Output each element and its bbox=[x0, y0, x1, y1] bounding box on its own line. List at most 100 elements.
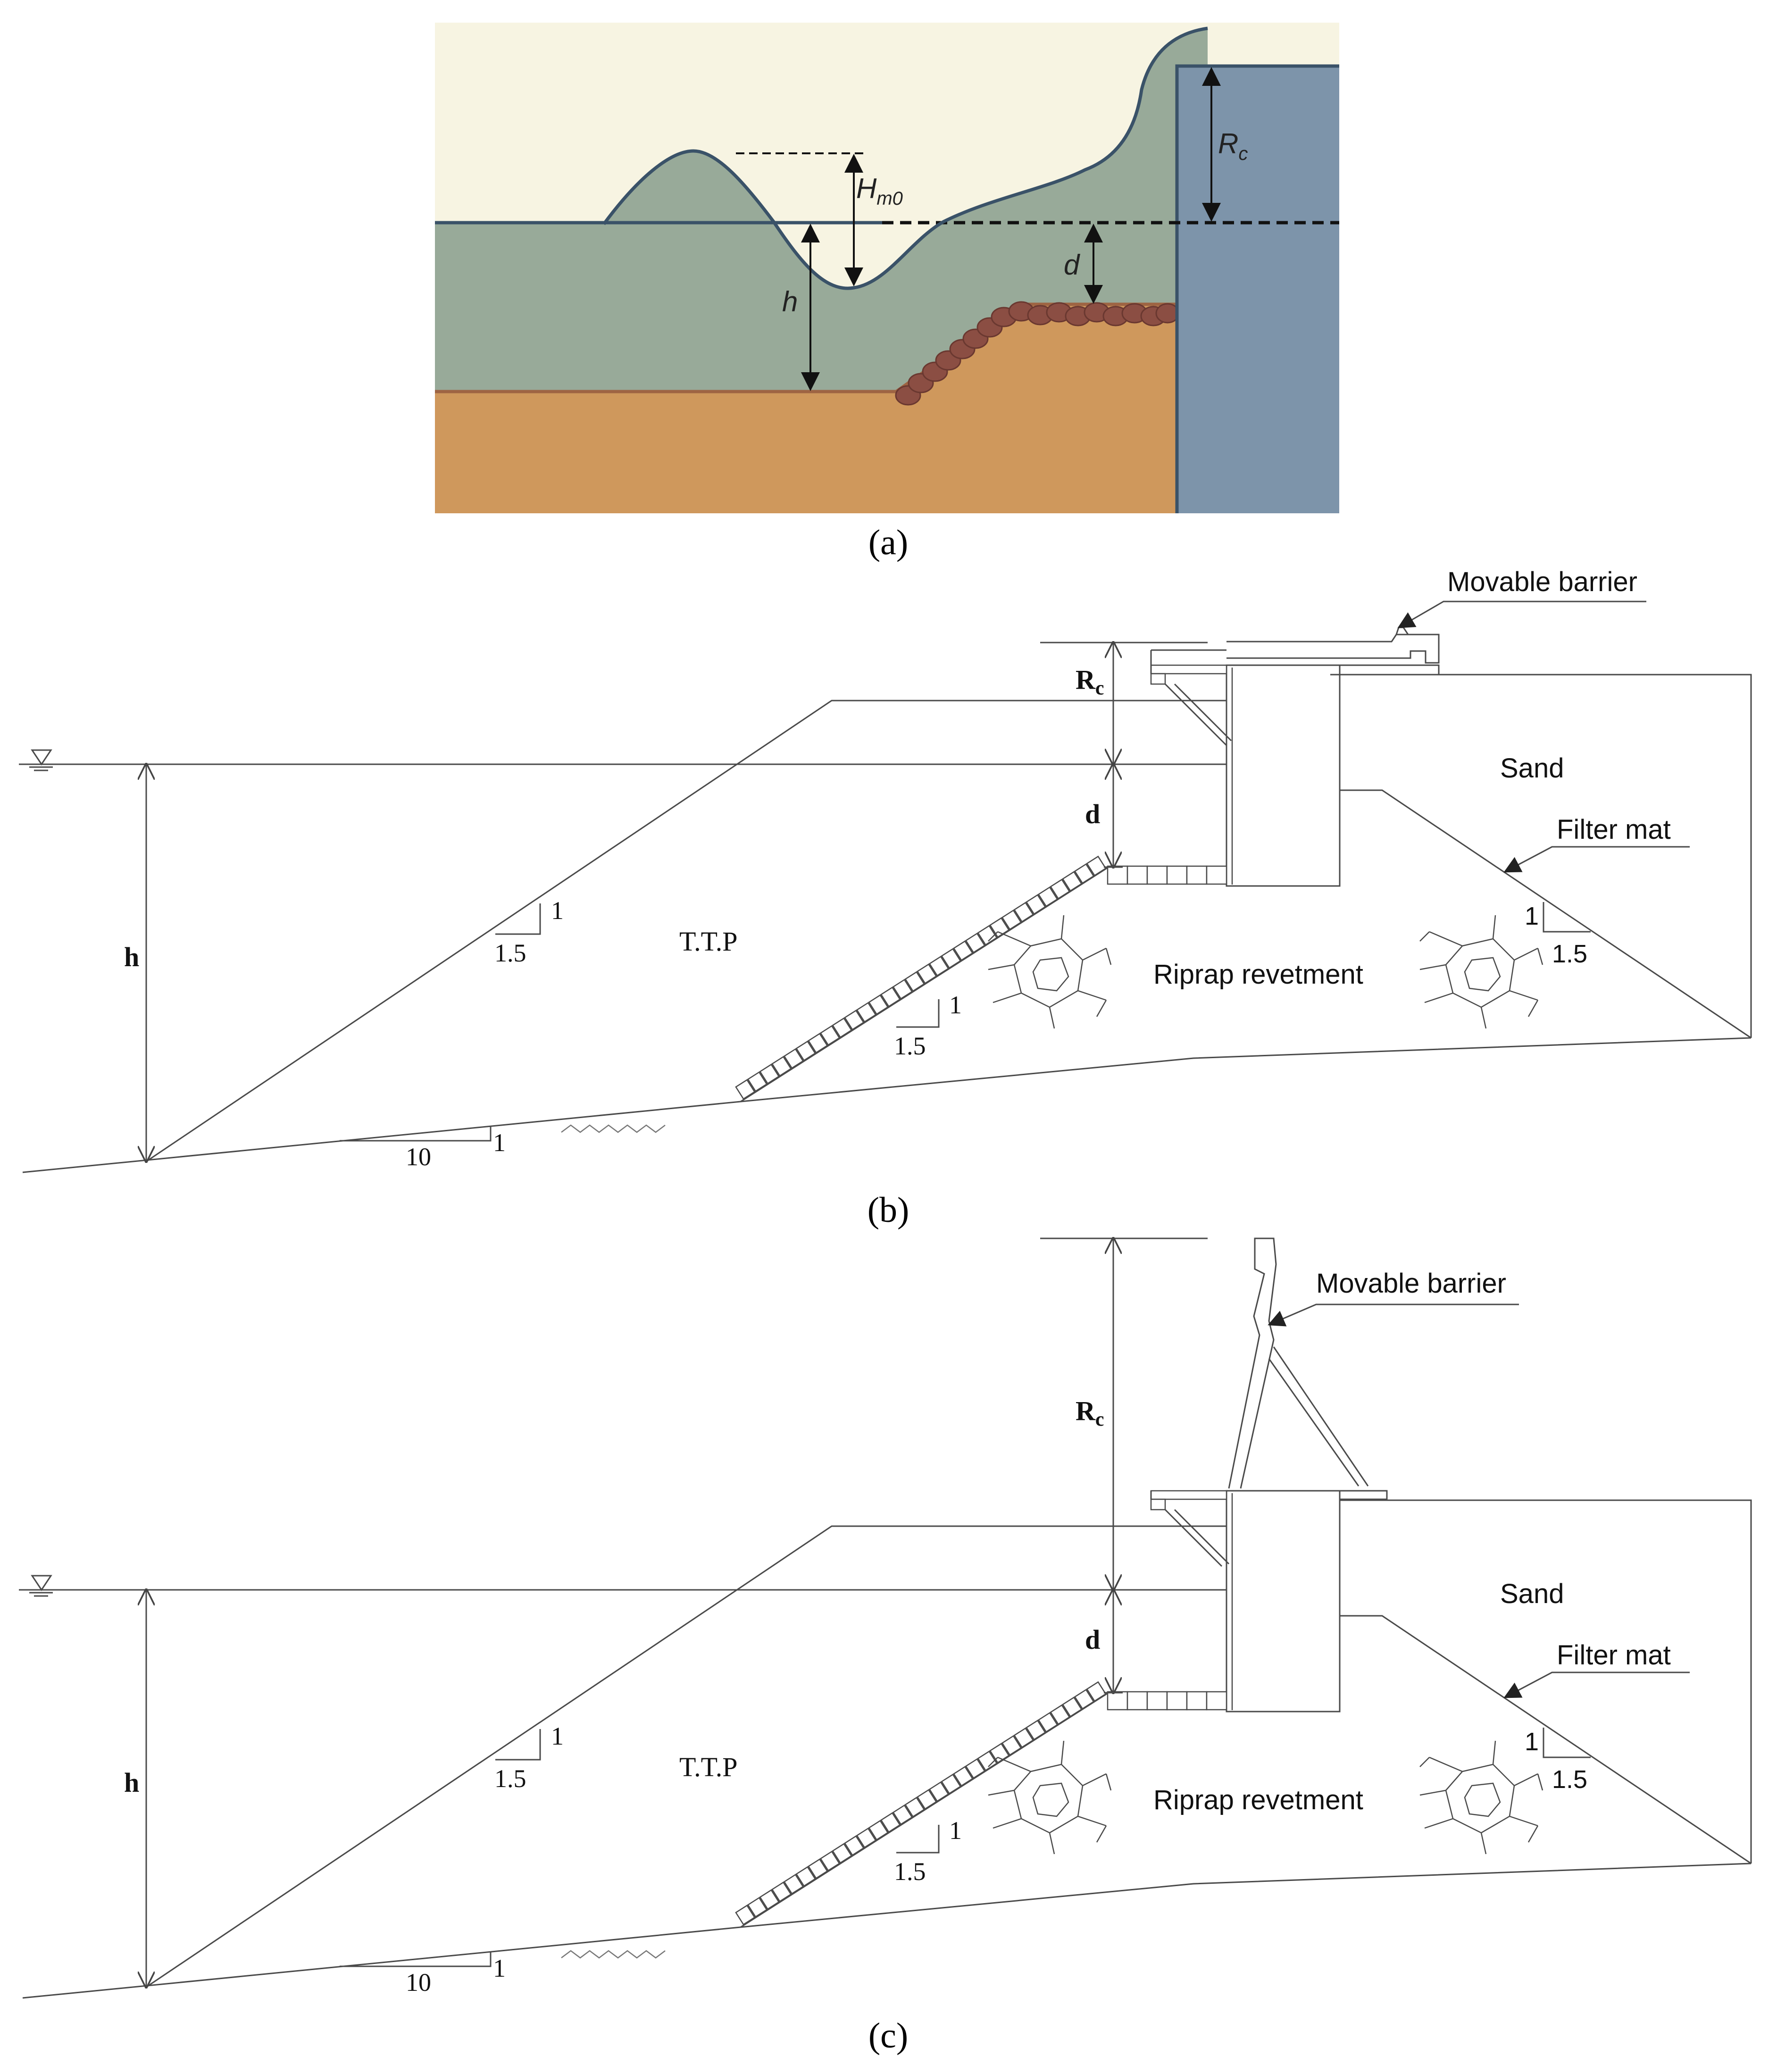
armour-block bbox=[1013, 902, 1034, 923]
armour-block bbox=[1013, 1727, 1034, 1748]
slope-riprap-v: 1 bbox=[949, 1816, 962, 1845]
label-h: h bbox=[782, 286, 798, 317]
label-filter-mat: Filter mat bbox=[1557, 814, 1671, 845]
slope-marker-seabed bbox=[340, 1127, 492, 1142]
caisson-block bbox=[1226, 664, 1341, 887]
slope-filter-v: 1 bbox=[1525, 902, 1539, 930]
armour-block bbox=[977, 1750, 998, 1771]
armour-block bbox=[819, 1850, 841, 1871]
riprap-symbol-right bbox=[1419, 915, 1543, 1029]
panel-b-cross-section-lowered: Rc d h 1 1.5 1 1.5 1 1.5 1 10 bbox=[19, 567, 1752, 1173]
armour-block bbox=[880, 986, 901, 1008]
filter-mat-leader bbox=[1503, 1671, 1690, 1698]
ground-hatch bbox=[561, 1124, 666, 1133]
water-level-symbol bbox=[31, 1575, 52, 1591]
slope-filter-h: 1.5 bbox=[1552, 940, 1587, 968]
seawall-outline bbox=[1175, 64, 1339, 513]
slope-ttp-h: 1.5 bbox=[494, 939, 526, 967]
slope-riprap-v: 1 bbox=[949, 991, 962, 1019]
label-h: h bbox=[124, 1767, 139, 1798]
armour-block bbox=[1050, 1704, 1070, 1725]
base-blocks bbox=[1107, 865, 1227, 885]
slope-marker-riprap bbox=[896, 1825, 940, 1854]
slope-ttp-v: 1 bbox=[551, 896, 564, 925]
armour-block bbox=[1001, 909, 1022, 930]
armour-block bbox=[832, 1843, 852, 1864]
slope-marker-filter bbox=[1543, 902, 1591, 933]
armour-block bbox=[1050, 878, 1070, 900]
armour-block bbox=[771, 1056, 792, 1077]
seabed-line bbox=[22, 1863, 1752, 1999]
armour-block bbox=[735, 1079, 756, 1100]
armour-block bbox=[759, 1889, 780, 1910]
label-sand: Sand bbox=[1500, 753, 1564, 784]
sand-backfill-outline bbox=[1340, 674, 1752, 1038]
filter-mat-leader bbox=[1503, 846, 1690, 873]
armour-block bbox=[844, 1010, 865, 1031]
armour-block bbox=[965, 1758, 986, 1779]
armour-block bbox=[917, 1789, 937, 1810]
armour-block bbox=[1062, 1696, 1083, 1718]
armour-block bbox=[965, 932, 986, 953]
slope-riprap-h: 1.5 bbox=[894, 1032, 926, 1060]
armour-block bbox=[917, 963, 937, 985]
armour-block bbox=[808, 1858, 828, 1880]
armour-block bbox=[856, 1002, 877, 1023]
riprap-slope-blocks bbox=[735, 855, 1107, 1100]
filter-mat-slope bbox=[1340, 789, 1752, 1039]
slope-filter-v: 1 bbox=[1525, 1728, 1539, 1756]
label-ttp: T.T.P bbox=[679, 926, 738, 957]
water-level-symbol bbox=[31, 749, 52, 766]
slope-marker-riprap bbox=[896, 999, 940, 1028]
slope-filter-h: 1.5 bbox=[1552, 1765, 1587, 1794]
armour-block bbox=[1037, 886, 1059, 907]
label-hm0: Hm0 bbox=[856, 173, 903, 209]
caisson-block bbox=[1226, 1490, 1341, 1713]
slope-seabed-v: 1 bbox=[493, 1128, 506, 1157]
label-d: d bbox=[1064, 249, 1080, 281]
armour-block bbox=[1062, 871, 1083, 892]
label-riprap: Riprap revetment bbox=[1153, 959, 1363, 990]
ttp-outer-slope bbox=[146, 700, 1226, 1162]
movable-barrier-lowered bbox=[1150, 627, 1440, 746]
label-riprap: Riprap revetment bbox=[1153, 1785, 1363, 1815]
riprap-slope-blocks bbox=[735, 1681, 1107, 1926]
label-sand: Sand bbox=[1500, 1579, 1564, 1609]
slope-marker-seabed bbox=[340, 1952, 492, 1967]
ground-hatch bbox=[561, 1950, 666, 1959]
caption-b: (b) bbox=[868, 1190, 909, 1230]
armour-block bbox=[941, 1773, 961, 1795]
label-d: d bbox=[1085, 799, 1100, 829]
movable-barrier-leader bbox=[1397, 601, 1646, 628]
label-movable-barrier: Movable barrier bbox=[1447, 567, 1637, 597]
armour-block bbox=[856, 1827, 877, 1848]
slope-seabed-v: 1 bbox=[493, 1954, 506, 1982]
panel-a-wave-overtopping-sketch: Hm0 h d Rc bbox=[435, 23, 1339, 513]
seabed-sand bbox=[435, 304, 1177, 513]
slope-riprap-h: 1.5 bbox=[894, 1857, 926, 1886]
armour-block bbox=[771, 1881, 792, 1903]
water-body bbox=[435, 28, 1208, 392]
riprap-symbol-left bbox=[988, 1740, 1112, 1855]
armour-block bbox=[819, 1025, 841, 1046]
armour-block bbox=[759, 1063, 780, 1085]
label-rc: Rc bbox=[1076, 1395, 1104, 1430]
label-rc: Rc bbox=[1076, 664, 1104, 699]
label-d: d bbox=[1085, 1624, 1100, 1655]
label-filter-mat: Filter mat bbox=[1557, 1640, 1671, 1671]
armour-block bbox=[1026, 1720, 1046, 1741]
armour-block bbox=[747, 1071, 768, 1092]
slope-ttp-h: 1.5 bbox=[494, 1764, 526, 1793]
caption-c: (c) bbox=[868, 2016, 908, 2055]
armour-block bbox=[795, 1040, 816, 1061]
caption-a: (a) bbox=[868, 523, 908, 562]
armour-block bbox=[868, 1820, 889, 1841]
sand-backfill-outline bbox=[1340, 1499, 1752, 1863]
armour-block bbox=[1026, 894, 1046, 915]
armour-block bbox=[977, 925, 998, 946]
panel-c-cross-section-raised: Rc d h 1 1.5 1 1.5 1 1.5 1 10 T.T.P Ripr… bbox=[19, 1238, 1752, 1999]
slope-seabed-h: 10 bbox=[406, 1968, 431, 1997]
armour-block bbox=[832, 1017, 852, 1038]
armour-block bbox=[1086, 1681, 1107, 1702]
label-rc: Rc bbox=[1218, 128, 1248, 164]
